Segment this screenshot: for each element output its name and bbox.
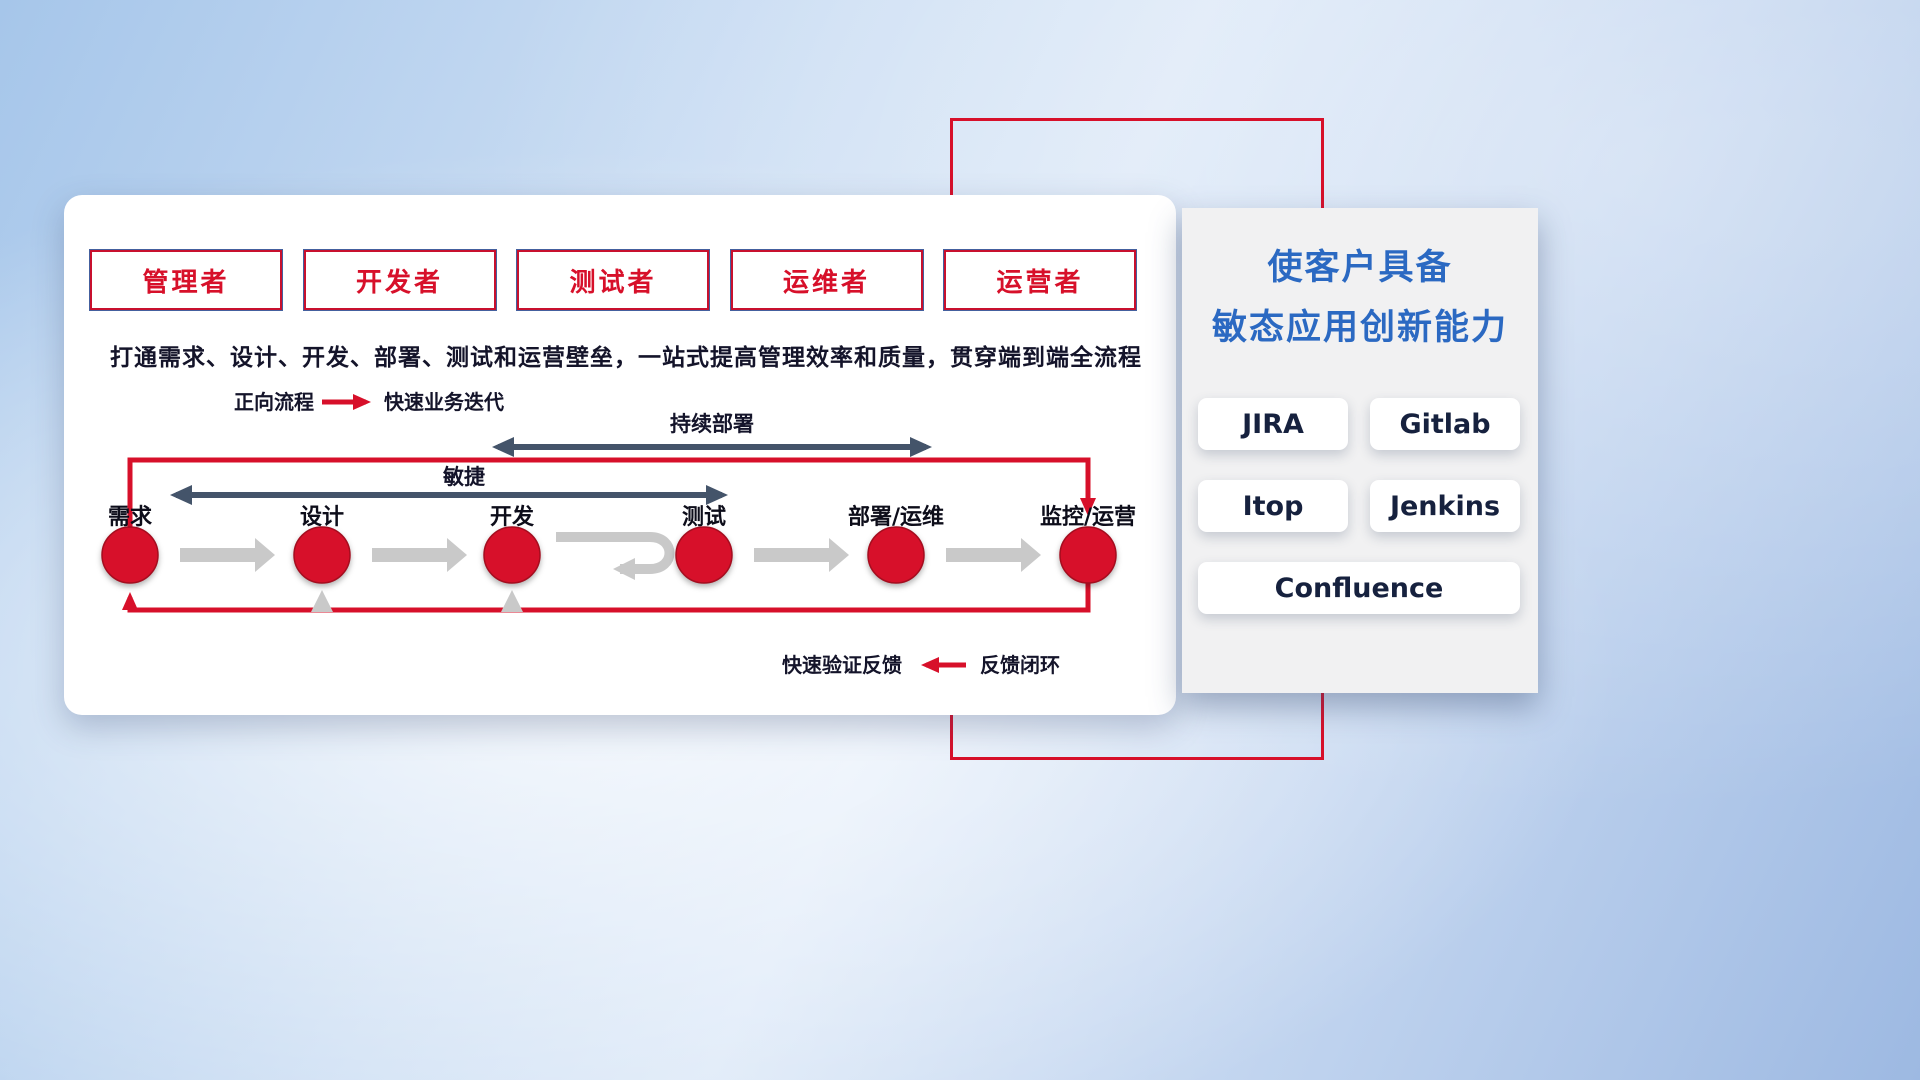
forward-flow-value: 快速业务迭代 xyxy=(384,390,504,414)
stage-circle-test xyxy=(675,526,733,584)
stage-label-design: 设计 xyxy=(300,505,344,530)
capability-panel: 使客户具备 敏态应用创新能力 JIRA Gitlab Itop Jenkins … xyxy=(1182,208,1538,693)
forward-loop-line xyxy=(127,457,1096,533)
role-box-ops: 运维者 xyxy=(729,249,924,311)
role-box-manager: 管理者 xyxy=(89,249,283,311)
panel-title-line2: 敏态应用创新能力 xyxy=(1211,308,1508,348)
tool-chip-jenkins: Jenkins xyxy=(1370,480,1520,532)
stage-label-requirements: 需求 xyxy=(108,505,152,530)
panel-title-line1: 使客户具备 xyxy=(1267,248,1453,288)
feedback-label: 反馈闭环 xyxy=(980,653,1060,677)
flow-arrow-icon xyxy=(372,538,467,572)
feedback-loop-line xyxy=(122,581,1091,613)
devops-process-card: 管理者 开发者 测试者 运维者 运营者 打通需求、设计、开发、部署、测试和运营壁… xyxy=(64,195,1176,715)
panel-title: 使客户具备 敏态应用创新能力 xyxy=(1182,238,1538,358)
stage-circle-develop xyxy=(483,526,541,584)
agile-label: 敏捷 xyxy=(442,465,485,489)
forward-flow-label: 正向流程 xyxy=(234,390,314,414)
role-box-operator: 运营者 xyxy=(943,249,1137,311)
stage-circle-design xyxy=(293,526,351,584)
role-box-tester: 测试者 xyxy=(516,249,710,311)
stage-label-test: 测试 xyxy=(682,505,726,530)
tools-grid: JIRA Gitlab Itop Jenkins Confluence xyxy=(1198,398,1520,614)
tool-chip-gitlab: Gitlab xyxy=(1370,398,1520,450)
devops-flow-diagram: 正向流程 快速业务迭代 持续部署 敏捷 需求 设计 开发 测试 部署/运维 监控… xyxy=(101,390,1136,677)
tool-chip-itop: Itop xyxy=(1198,480,1348,532)
stage-circle-deploy-ops xyxy=(867,526,925,584)
stage-label-monitor-operate: 监控/运营 xyxy=(1040,504,1136,530)
stage-circle-monitor-operate xyxy=(1059,526,1117,584)
tool-chip-jira: JIRA xyxy=(1198,398,1348,450)
flow-arrow-icon xyxy=(180,538,275,572)
stage-label-deploy-ops: 部署/运维 xyxy=(848,504,944,530)
stage-circle-requirements xyxy=(101,526,159,584)
feedback-value: 快速验证反馈 xyxy=(782,653,902,677)
flow-arrow-icon xyxy=(946,538,1041,572)
iterate-loop-arrow-icon xyxy=(556,532,675,580)
tool-chip-confluence: Confluence xyxy=(1198,562,1520,614)
description-text: 打通需求、设计、开发、部署、测试和运营壁垒，一站式提高管理效率和质量，贯穿端到端… xyxy=(110,345,1142,371)
flow-arrow-icon xyxy=(754,538,849,572)
continuous-deploy-label: 持续部署 xyxy=(670,412,754,436)
roles-row: 管理者 开发者 测试者 运维者 运营者 xyxy=(89,249,1137,311)
stage-label-develop: 开发 xyxy=(490,504,535,530)
role-box-developer: 开发者 xyxy=(302,249,497,311)
